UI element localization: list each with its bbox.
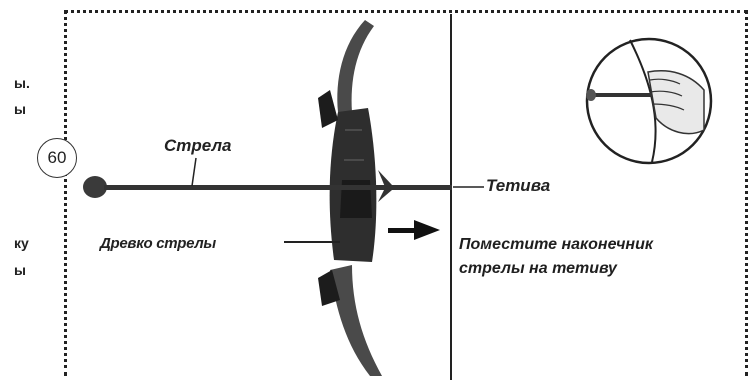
arrow-label-leader <box>192 158 196 186</box>
arrow-icon <box>83 170 452 202</box>
instruction-line-2: стрелы на тетиву <box>459 257 653 281</box>
instruction-line-1: Поместите наконечник <box>459 233 653 257</box>
direction-arrow-icon <box>388 220 440 240</box>
magnifier-hand-icon <box>586 39 711 163</box>
arrow-label: Стрела <box>164 136 231 156</box>
bowstring-label: Тетива <box>486 176 550 196</box>
step-number-badge: 60 <box>37 138 77 178</box>
instruction-text: Поместите наконечник стрелы на тетиву <box>459 233 653 281</box>
arrow-shaft-label: Древко стрелы <box>100 235 216 252</box>
bow-icon <box>318 20 382 376</box>
